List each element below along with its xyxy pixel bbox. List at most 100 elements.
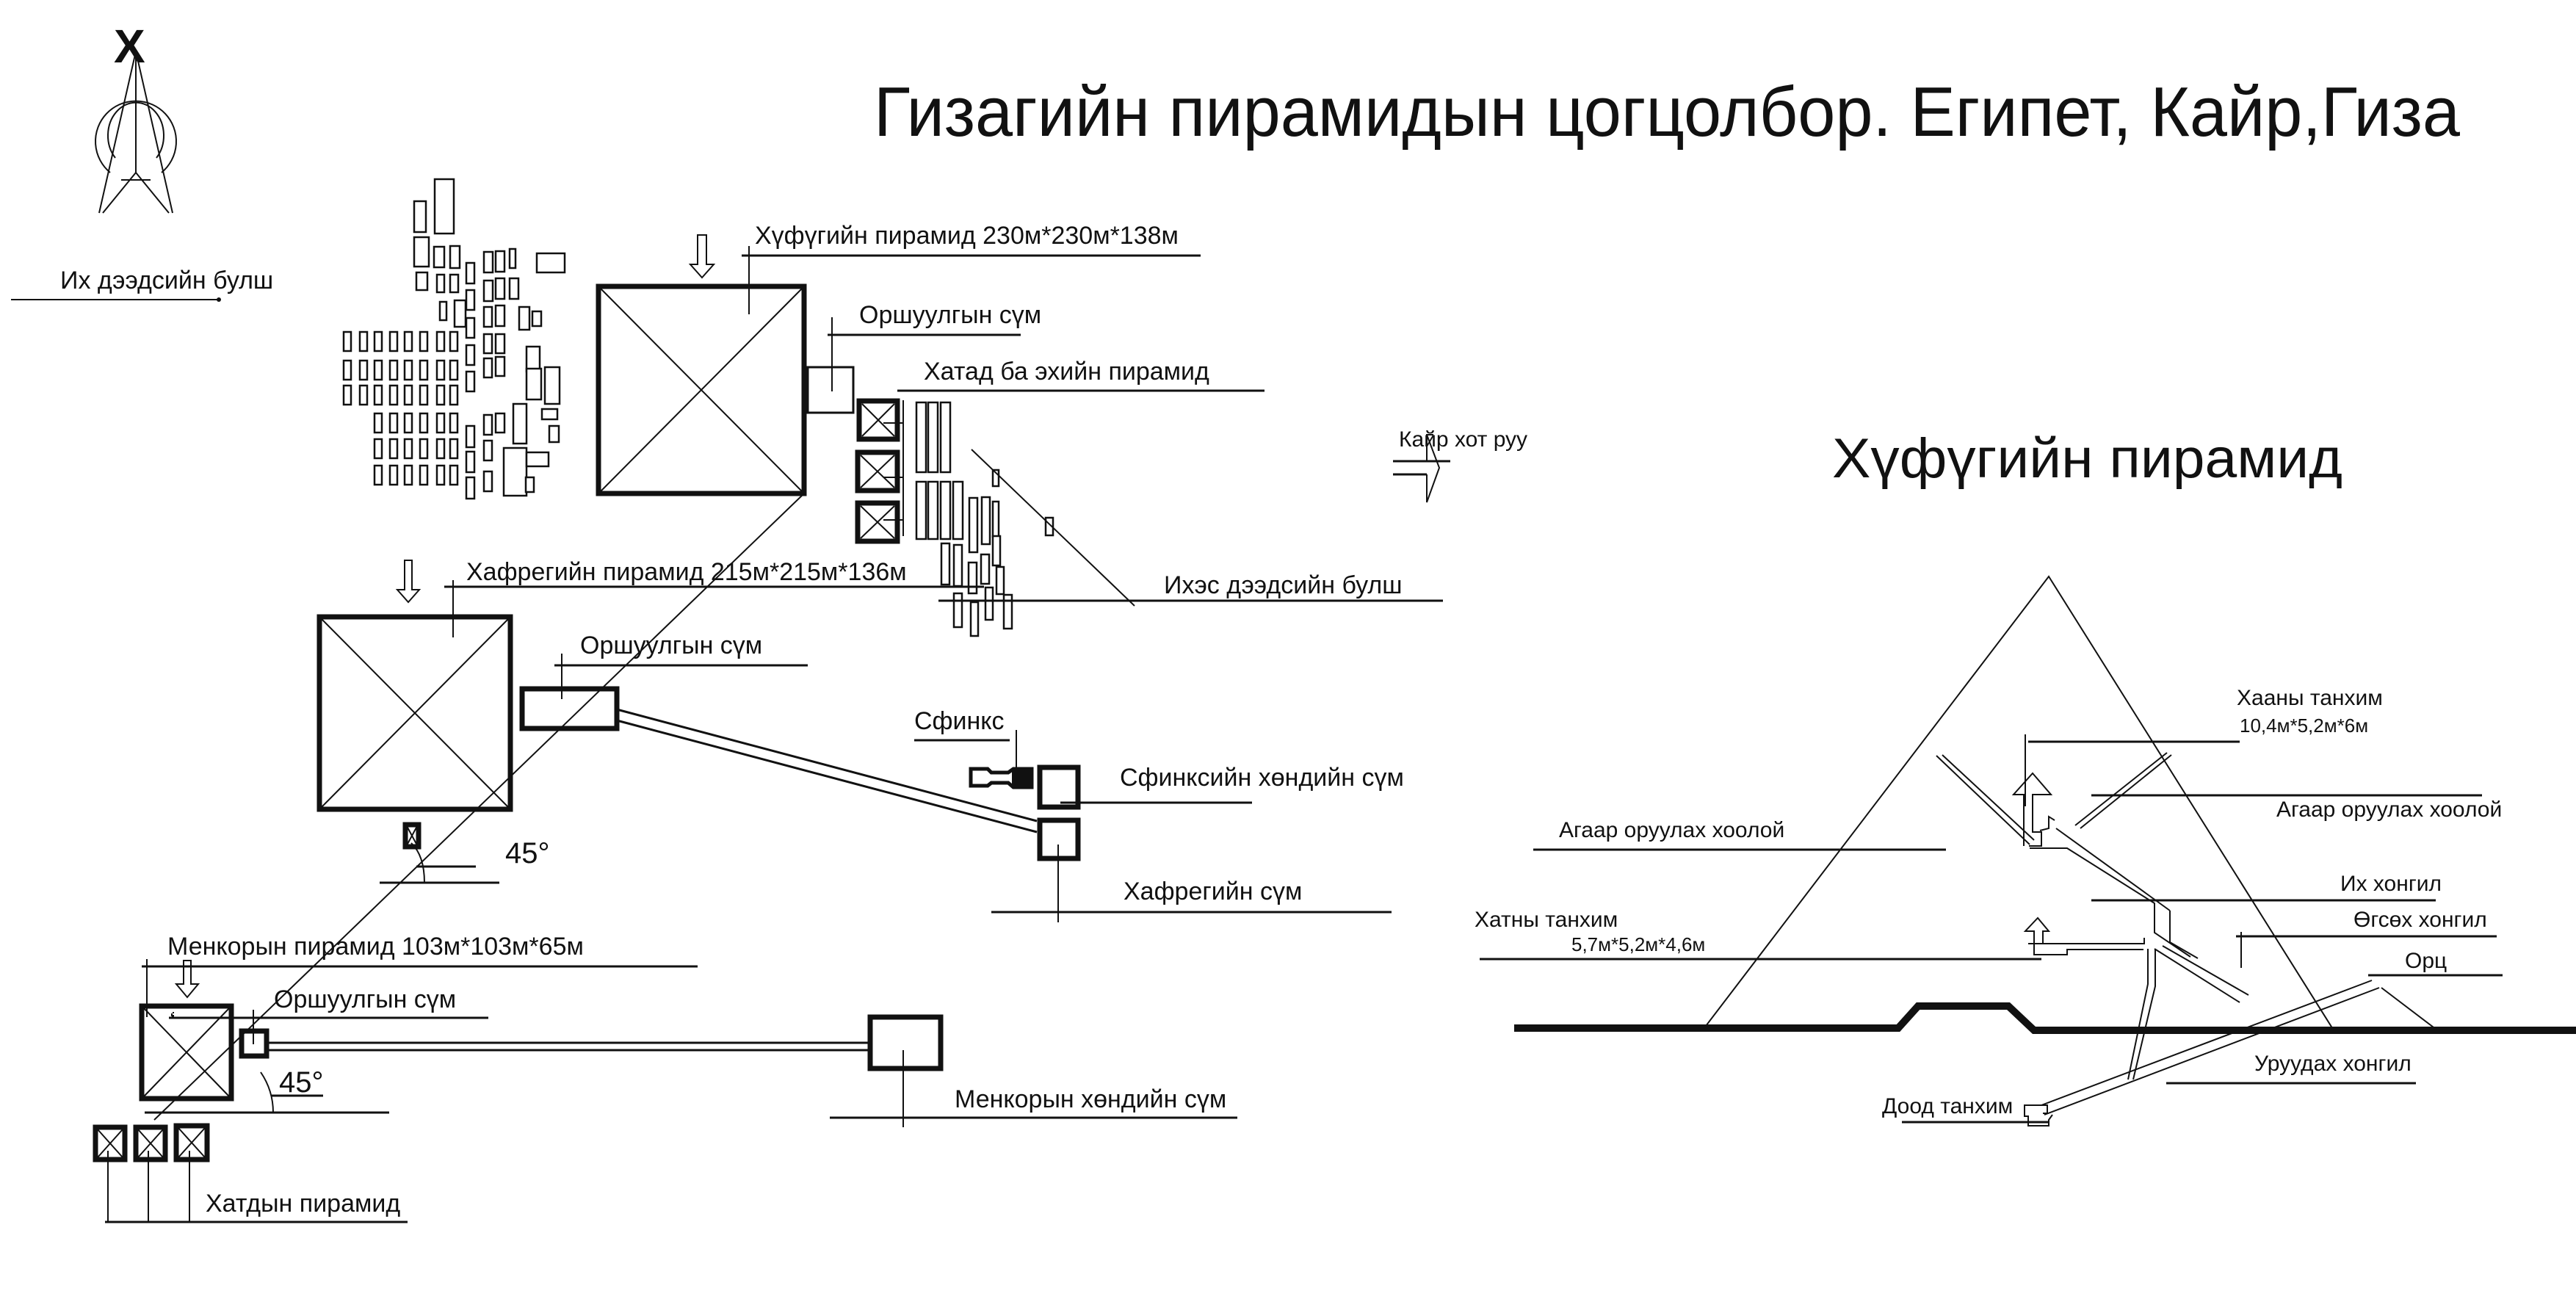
tomb bbox=[952, 480, 964, 540]
tomb bbox=[482, 470, 493, 493]
tomb bbox=[433, 178, 455, 235]
tomb bbox=[453, 299, 467, 328]
label-khafre-valley-temple: Хафрегийн сүм bbox=[1124, 878, 1302, 905]
tomb bbox=[465, 424, 476, 449]
tomb bbox=[449, 412, 459, 434]
tomb bbox=[342, 384, 352, 406]
tomb bbox=[465, 317, 476, 339]
tomb bbox=[494, 412, 506, 434]
tomb bbox=[543, 366, 561, 405]
left-air-shaft bbox=[1936, 754, 2035, 845]
descending-passage bbox=[2041, 980, 2437, 1115]
north-label: Х bbox=[114, 20, 145, 73]
to-cairo-arrow-icon bbox=[1393, 434, 1450, 503]
label-entrance: Орц bbox=[2405, 949, 2447, 973]
entrance-arrow-icon bbox=[174, 960, 200, 999]
tomb bbox=[927, 401, 939, 474]
tomb bbox=[403, 384, 413, 406]
tomb bbox=[465, 261, 476, 285]
tomb bbox=[449, 359, 459, 381]
label-khufu-queens-pyramids: Хатад ба эхийн пирамид bbox=[924, 358, 1209, 386]
tomb bbox=[373, 412, 383, 434]
tomb bbox=[373, 359, 383, 381]
tomb bbox=[482, 439, 493, 462]
tomb bbox=[494, 277, 506, 300]
entrance-arrow-icon bbox=[688, 234, 716, 279]
east-cemetery bbox=[915, 401, 1054, 637]
tomb bbox=[413, 200, 427, 234]
tomb bbox=[388, 330, 399, 352]
tomb bbox=[482, 413, 493, 436]
tomb bbox=[482, 357, 493, 379]
tomb bbox=[419, 359, 429, 381]
tomb bbox=[980, 496, 991, 546]
label-east-cemetery: Ихэс дээдсийн булш bbox=[1164, 571, 1403, 599]
label-angle-2: 45° bbox=[279, 1066, 324, 1099]
right-air-shaft bbox=[2074, 752, 2172, 829]
tomb bbox=[967, 561, 978, 595]
tomb bbox=[482, 250, 494, 274]
tomb bbox=[995, 565, 1005, 596]
tomb bbox=[535, 252, 566, 274]
page-title: Гизагийн пирамидын цогцолбор. Египет, Ка… bbox=[874, 73, 2461, 151]
label-khufu-pyramid: Хүфүгийн пирамид 230м*230м*138м bbox=[755, 222, 1179, 250]
tomb bbox=[435, 359, 446, 381]
label-sphinx-valley-temple: Сфинксийн хөндийн сүм bbox=[1120, 764, 1404, 792]
tomb bbox=[373, 330, 383, 352]
khafre-mortuary-temple bbox=[519, 686, 620, 731]
tomb bbox=[438, 300, 448, 322]
north-arrow-icon: Х bbox=[95, 20, 177, 214]
tomb bbox=[915, 480, 927, 540]
label-air-shaft-right: Агаар оруулах хоолой bbox=[2276, 798, 2502, 822]
tomb bbox=[525, 367, 543, 401]
tomb bbox=[494, 250, 506, 273]
tomb bbox=[419, 384, 429, 406]
tomb bbox=[342, 359, 352, 381]
tomb bbox=[1044, 516, 1054, 537]
ground-line bbox=[1514, 1002, 2576, 1034]
label-angle-1: 45° bbox=[505, 837, 550, 869]
tomb bbox=[927, 480, 939, 540]
tomb bbox=[419, 412, 429, 434]
tomb bbox=[465, 450, 476, 474]
diagonal-axis-line bbox=[153, 493, 805, 1121]
tomb bbox=[991, 469, 1000, 488]
tomb bbox=[373, 438, 383, 460]
tomb bbox=[465, 344, 476, 366]
tomb bbox=[1002, 593, 1013, 630]
tomb bbox=[388, 412, 399, 434]
tomb bbox=[494, 333, 506, 355]
tomb bbox=[984, 586, 994, 621]
tomb bbox=[449, 273, 460, 294]
tomb bbox=[435, 384, 446, 406]
label-descending-passage: Уруудах хонгил bbox=[2254, 1052, 2412, 1076]
tomb bbox=[524, 476, 535, 493]
label-menkaure-queens-pyramids: Хатдын пирамид bbox=[206, 1190, 400, 1218]
tomb bbox=[449, 245, 461, 270]
label-ascending-passage: Өгсөх хонгил bbox=[2354, 908, 2487, 932]
tomb bbox=[465, 476, 476, 500]
tomb bbox=[449, 330, 459, 352]
menkaure-queens-pyramids bbox=[93, 1123, 210, 1162]
tomb bbox=[435, 412, 446, 434]
tomb bbox=[952, 592, 963, 629]
label-menkaure-pyramid: Менкорын пирамид 103м*103м*65м bbox=[167, 933, 584, 961]
tomb bbox=[482, 305, 493, 328]
tomb bbox=[512, 402, 528, 445]
label-air-shaft-left: Агаар оруулах хоолой bbox=[1559, 818, 1784, 842]
tomb bbox=[518, 305, 531, 331]
khafre-causeway bbox=[616, 708, 1038, 833]
tomb bbox=[494, 304, 506, 328]
tomb bbox=[952, 543, 963, 587]
tomb bbox=[939, 401, 952, 474]
tomb bbox=[494, 355, 506, 377]
tomb bbox=[449, 384, 459, 406]
tomb bbox=[403, 330, 413, 352]
tomb bbox=[388, 359, 399, 381]
khufu-queens-pyramids bbox=[855, 398, 900, 544]
tomb bbox=[373, 384, 383, 406]
menkaure-causeway bbox=[267, 1041, 870, 1052]
label-to-cairo: Кайр хот руу bbox=[1399, 427, 1527, 452]
pyramid-outline bbox=[1703, 575, 2334, 1031]
